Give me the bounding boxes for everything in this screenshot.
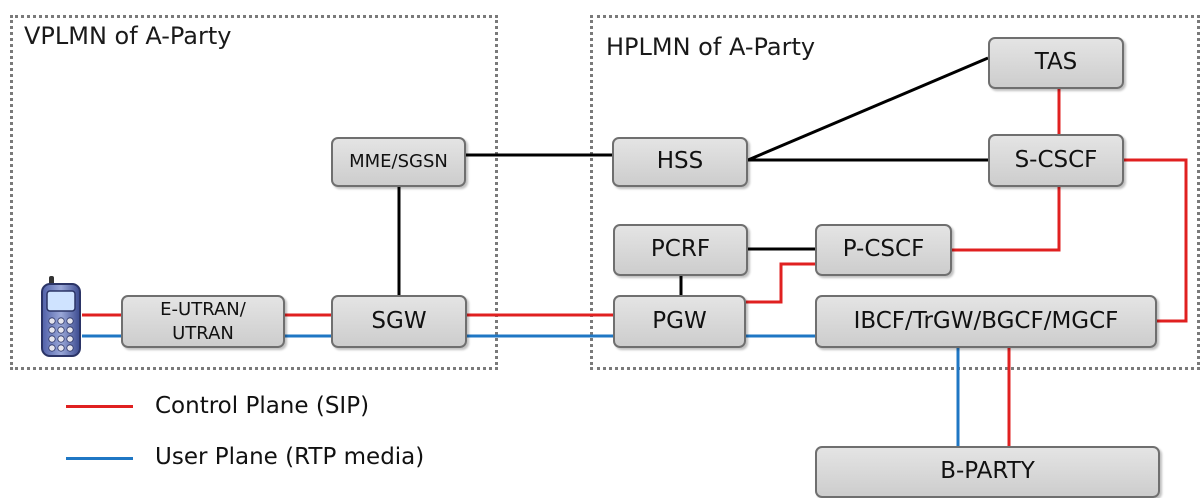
- node-ibcf-trgw-bgcf-mgcf: IBCF/TrGW/BGCF/MGCF: [815, 295, 1157, 348]
- legend-user-label: User Plane (RTP media): [155, 444, 425, 470]
- vplmn-region: [10, 15, 498, 370]
- link-hss-tas: [747, 56, 989, 162]
- hplmn-region: [590, 15, 1200, 370]
- node-b-party: B-PARTY: [815, 446, 1160, 498]
- hplmn-label: HPLMN of A-Party: [606, 33, 816, 61]
- legend-user-line: [66, 457, 133, 460]
- node-mme-sgsn: MME/SGSN: [331, 137, 466, 187]
- mobile-phone-icon: [41, 276, 81, 357]
- node-p-cscf: P-CSCF: [815, 224, 952, 276]
- link-pcscf-scscf-control: [951, 187, 1061, 252]
- node-eutran-utran: E-UTRAN/ UTRAN: [121, 295, 285, 348]
- node-tas: TAS: [988, 37, 1124, 89]
- legend-control-line: [66, 405, 133, 408]
- node-pcrf: PCRF: [613, 224, 748, 276]
- legend-control-label: Control Plane (SIP): [155, 393, 370, 419]
- node-s-cscf: S-CSCF: [988, 134, 1124, 187]
- node-sgw: SGW: [331, 295, 467, 348]
- link-scscf-ibcf-control: [1124, 158, 1188, 323]
- vplmn-label: VPLMN of A-Party: [24, 22, 232, 50]
- node-hss: HSS: [612, 137, 748, 187]
- link-pgw-pcscf-control: [746, 262, 817, 304]
- node-pgw: PGW: [613, 295, 746, 348]
